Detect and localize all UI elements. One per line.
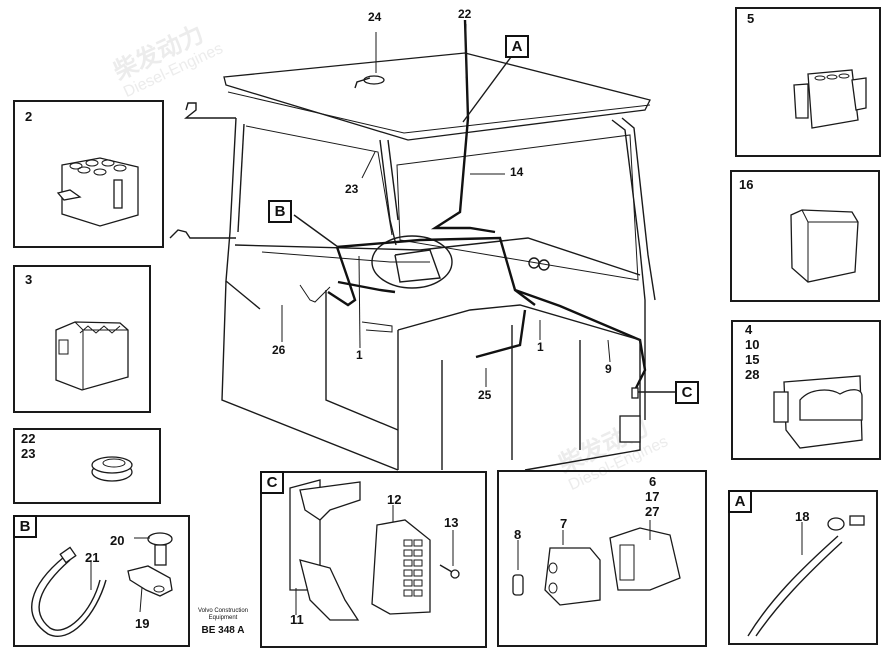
cab-roof <box>223 52 651 141</box>
part-number: 28 <box>745 367 760 382</box>
callout-22: 22 <box>458 7 472 21</box>
panel-part-5[interactable]: 5 <box>735 7 881 157</box>
callout-box-b[interactable]: B <box>268 200 292 223</box>
panel-b-drawing <box>31 532 173 637</box>
part-number: 6 <box>649 474 657 489</box>
part-number: 23 <box>21 446 36 461</box>
callout-box-a[interactable]: A <box>505 35 529 58</box>
panel-5-drawing <box>793 69 867 129</box>
connector-c <box>631 387 639 399</box>
panel-c-drawing <box>289 479 460 621</box>
part-number: 10 <box>745 337 760 352</box>
panel-16-drawing <box>790 209 859 283</box>
panel-part-3[interactable]: 3 <box>13 265 151 413</box>
callout-21: 21 <box>85 550 100 565</box>
drawing-footer: Volvo Construction Equipment BE 348 A <box>188 608 258 637</box>
panel-part-6-17-27[interactable]: 6 17 27 8 7 <box>497 470 707 647</box>
panel-part-22-23[interactable]: 22 23 <box>13 428 161 504</box>
panel-detail-b[interactable]: B 20 21 19 <box>13 515 190 647</box>
callout-9: 9 <box>605 362 612 376</box>
part-number: 22 <box>21 431 36 446</box>
callout-23: 23 <box>345 182 359 196</box>
part-number: 2 <box>25 109 33 124</box>
callout-26: 26 <box>272 343 286 357</box>
panel-2-drawing <box>56 157 139 227</box>
callout-20: 20 <box>110 533 125 548</box>
part-number: 27 <box>645 504 660 519</box>
part-number: 17 <box>645 489 660 504</box>
panel-part-4-10-15-28[interactable]: 4 10 15 28 <box>731 320 881 460</box>
part-number: 4 <box>745 322 753 337</box>
callout-18: 18 <box>795 509 810 524</box>
callout-24: 24 <box>368 10 382 24</box>
part-number: 16 <box>739 177 754 192</box>
part-number: 5 <box>747 11 755 26</box>
maker-line-2: Equipment <box>208 615 238 621</box>
panel-detail-a[interactable]: A 18 <box>728 490 878 645</box>
callout-8: 8 <box>514 527 522 542</box>
callout-box-c[interactable]: C <box>675 381 699 404</box>
panel-detail-c[interactable]: C 12 13 11 <box>260 471 487 648</box>
panel-3-drawing <box>55 321 129 391</box>
detail-letter-a: A <box>728 490 752 513</box>
roof-grommet <box>363 75 385 85</box>
callout-13: 13 <box>444 515 459 530</box>
callout-14: 14 <box>510 165 524 179</box>
detail-letter-b: B <box>13 515 37 538</box>
callout-1: 1 <box>537 340 544 354</box>
panel-grommet-drawing <box>91 456 133 482</box>
callout-19: 19 <box>135 616 150 631</box>
maker-line-1: Volvo Construction <box>197 608 249 614</box>
callout-7: 7 <box>560 516 568 531</box>
panel-4-drawing <box>773 375 863 449</box>
panel-6-drawing <box>512 520 681 606</box>
part-number: 3 <box>25 272 33 287</box>
panel-part-16[interactable]: 16 <box>730 170 880 302</box>
callout-25: 25 <box>478 388 492 402</box>
part-number: 15 <box>745 352 760 367</box>
panel-a-drawing <box>747 515 865 637</box>
callout-12: 12 <box>387 492 402 507</box>
callout-1: 1 <box>356 348 363 362</box>
detail-letter-c: C <box>260 471 284 494</box>
panel-part-2[interactable]: 2 <box>13 100 164 248</box>
steering-wheel <box>371 235 453 289</box>
drawing-code: BE 348 A <box>201 625 245 636</box>
callout-11: 11 <box>290 612 304 627</box>
